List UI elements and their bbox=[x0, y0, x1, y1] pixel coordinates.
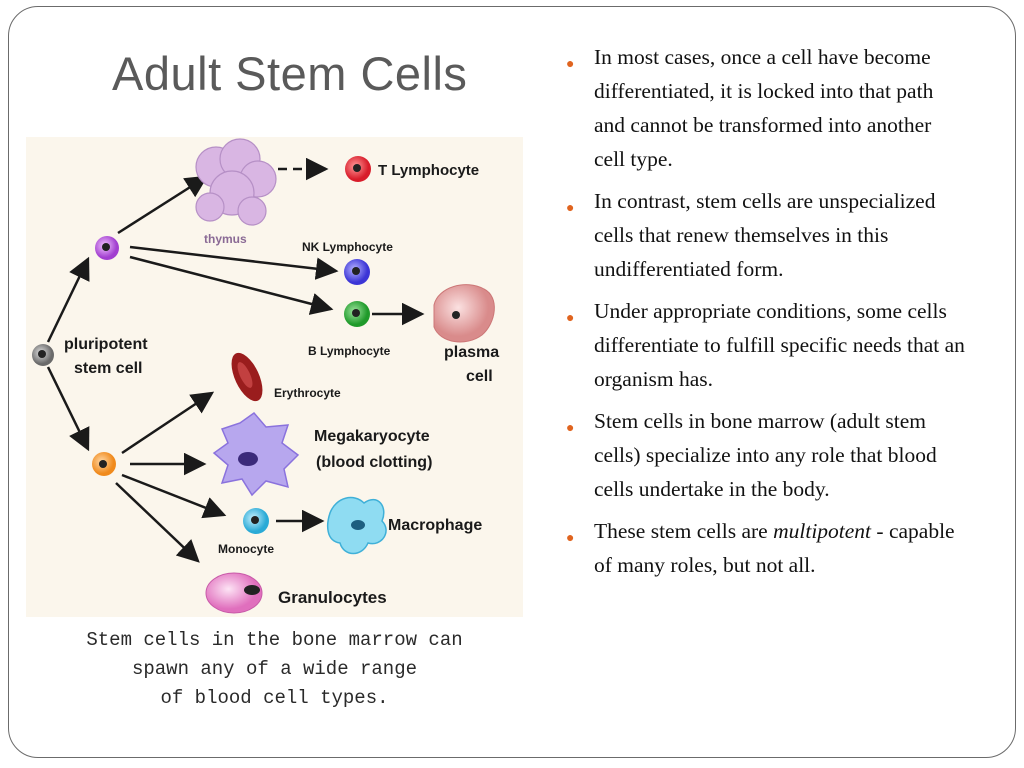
label-granulocytes: Granulocytes bbox=[278, 588, 387, 607]
b-lymphocyte-cell bbox=[344, 301, 370, 327]
label-erythrocyte: Erythrocyte bbox=[274, 386, 341, 400]
stem-cell-diagram: T Lymphocyte thymus NK Lymphocyte B Lymp… bbox=[26, 137, 523, 617]
nk-lymphocyte-cell bbox=[344, 259, 370, 285]
arrow-to-b-lymphocyte bbox=[129, 255, 334, 315]
label-megakaryocyte-line2: (blood clotting) bbox=[316, 454, 432, 471]
bullet-text: In most cases, once a cell have become d… bbox=[594, 45, 934, 171]
label-monocyte: Monocyte bbox=[218, 542, 274, 556]
label-thymus: thymus bbox=[204, 232, 247, 246]
label-b-lymphocyte: B Lymphocyte bbox=[308, 344, 391, 358]
bullet-text-after: - capable of many roles, but not all. bbox=[594, 519, 955, 577]
arrow-to-erythrocyte bbox=[121, 391, 215, 455]
label-t-lymphocyte: T Lymphocyte bbox=[378, 162, 479, 179]
arrow-to-thymus bbox=[117, 175, 209, 235]
t-lymphocyte-cell bbox=[345, 156, 371, 182]
bullet-item: ● Under appropriate conditions, some cel… bbox=[566, 294, 966, 396]
label-nk-lymphocyte: NK Lymphocyte bbox=[302, 240, 393, 254]
bullet-item: ● In contrast, stem cells are unspeciali… bbox=[566, 184, 966, 286]
label-pluripotent-line1: pluripotent bbox=[64, 336, 148, 353]
bullet-dot-icon: ● bbox=[566, 531, 575, 546]
thymus-organ bbox=[195, 138, 277, 226]
bullet-item: ● These stem cells are multipotent - cap… bbox=[566, 514, 966, 582]
label-megakaryocyte-line1: Megakaryocyte bbox=[314, 428, 430, 445]
arrow-to-nk-lymphocyte bbox=[129, 245, 339, 280]
bullet-text: In contrast, stem cells are unspecialize… bbox=[594, 189, 936, 281]
bullet-item: ● Stem cells in bone marrow (adult stem … bbox=[566, 404, 966, 506]
myeloid-progenitor-cell bbox=[92, 452, 116, 476]
monocyte-cell bbox=[243, 508, 269, 534]
bullet-dot-icon: ● bbox=[566, 57, 575, 72]
label-pluripotent-line2: stem cell bbox=[74, 360, 142, 377]
bullet-item: ● In most cases, once a cell have become… bbox=[566, 40, 966, 176]
label-macrophage: Macrophage bbox=[388, 517, 482, 534]
lymphoid-progenitor-cell bbox=[95, 236, 119, 260]
arrow-pluripotent-to-lymphoid bbox=[46, 256, 90, 343]
label-plasma-cell-line1: plasma bbox=[444, 344, 499, 361]
bullet-text-italic: multipotent bbox=[773, 519, 872, 543]
figure-caption: Stem cells in the bone marrow can spawn … bbox=[26, 620, 523, 720]
bullet-dot-icon: ● bbox=[566, 421, 575, 436]
bullet-list: ● In most cases, once a cell have become… bbox=[566, 40, 966, 590]
pluripotent-stem-cell bbox=[32, 344, 54, 366]
arrow-to-monocyte bbox=[121, 473, 227, 519]
arrow-pluripotent-to-myeloid bbox=[46, 366, 90, 452]
label-plasma-cell-line2: cell bbox=[466, 368, 493, 385]
erythrocyte-cell bbox=[231, 352, 263, 402]
bullet-text: Under appropriate conditions, some cells… bbox=[594, 299, 965, 391]
bullet-dot-icon: ● bbox=[566, 311, 575, 326]
bullet-text-before: These stem cells are bbox=[594, 519, 774, 543]
bullet-text: Stem cells in bone marrow (adult stem ce… bbox=[594, 409, 937, 501]
arrow-to-granulocytes bbox=[115, 482, 200, 563]
plasma-cell bbox=[433, 284, 495, 343]
macrophage-cell bbox=[326, 496, 387, 555]
granulocyte-cell bbox=[205, 572, 263, 614]
bullet-dot-icon: ● bbox=[566, 201, 575, 216]
megakaryocyte-cell bbox=[212, 411, 300, 497]
slide-title: Adult Stem Cells bbox=[112, 47, 468, 100]
